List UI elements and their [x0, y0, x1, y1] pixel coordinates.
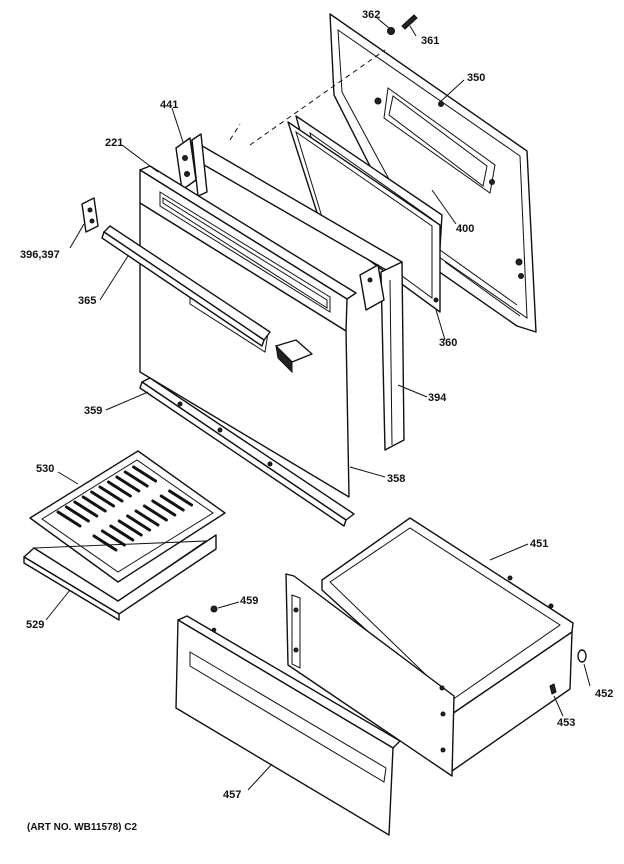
- drawer-front-panel-457: [175, 615, 401, 836]
- rack-slot: [123, 470, 149, 488]
- rack-slot: [81, 495, 107, 513]
- handle-end-cap: [275, 339, 313, 374]
- rack-slot: [117, 519, 143, 537]
- callout-530: 530: [36, 463, 54, 475]
- callout-365: 365: [78, 295, 96, 307]
- callout-457: 457: [223, 789, 241, 801]
- rack-slot: [106, 480, 132, 498]
- rack-slot: [90, 490, 116, 508]
- callout-221: 221: [105, 137, 123, 149]
- rack-slot: [134, 509, 160, 527]
- rack-slot: [168, 489, 194, 507]
- roller-452: [577, 649, 587, 663]
- broiler-pan-529: [23, 534, 217, 621]
- callout-396-397: 396,397: [20, 249, 60, 261]
- rack-slot: [109, 524, 135, 542]
- door-frame-394: [191, 49, 405, 451]
- callout-441: 441: [160, 99, 178, 111]
- rack-slot: [64, 505, 90, 523]
- clip-453: [549, 683, 557, 695]
- front-door-panel-358: [139, 165, 357, 498]
- callout-361: 361: [421, 35, 439, 47]
- screw-459: [210, 605, 218, 613]
- rack-slot: [151, 499, 177, 517]
- rack-slot: [73, 500, 99, 518]
- rack-slot: [159, 494, 185, 512]
- rack-slot: [142, 504, 168, 522]
- hinge-bracket-441: [175, 137, 385, 311]
- art-number-caption: (ART NO. WB11578) C2: [27, 822, 137, 833]
- callout-452: 452: [595, 688, 613, 700]
- callout-400: 400: [456, 223, 474, 235]
- nut-362: [387, 27, 395, 35]
- callout-453: 453: [557, 717, 575, 729]
- rack-slot: [98, 485, 124, 503]
- screw-361: [401, 14, 418, 30]
- rack-slot: [100, 529, 126, 547]
- drawer-inner-front: [285, 573, 455, 777]
- rack-slot: [115, 475, 141, 493]
- rack-slot: [92, 534, 118, 552]
- door-handle-365: [101, 225, 271, 347]
- door-trim-359: [139, 377, 355, 527]
- callout-459: 459: [240, 595, 258, 607]
- callout-359: 359: [84, 405, 102, 417]
- callout-451: 451: [530, 538, 548, 550]
- callout-360: 360: [439, 337, 457, 349]
- callout-529: 529: [26, 619, 44, 631]
- rack-slot: [56, 510, 82, 528]
- broiler-rack-530: [29, 450, 226, 583]
- callout-362: 362: [362, 9, 380, 21]
- callout-350: 350: [467, 72, 485, 84]
- hinge-bracket-396-397: [81, 197, 99, 233]
- rack-slot: [132, 465, 158, 483]
- callout-394: 394: [428, 392, 447, 404]
- callout-358: 358: [387, 473, 405, 485]
- leader-lines: [45, 17, 591, 791]
- callout-labels: 362 361 350 441 221 400 396,397 365 360 …: [20, 9, 613, 801]
- rack-slot: [126, 514, 152, 532]
